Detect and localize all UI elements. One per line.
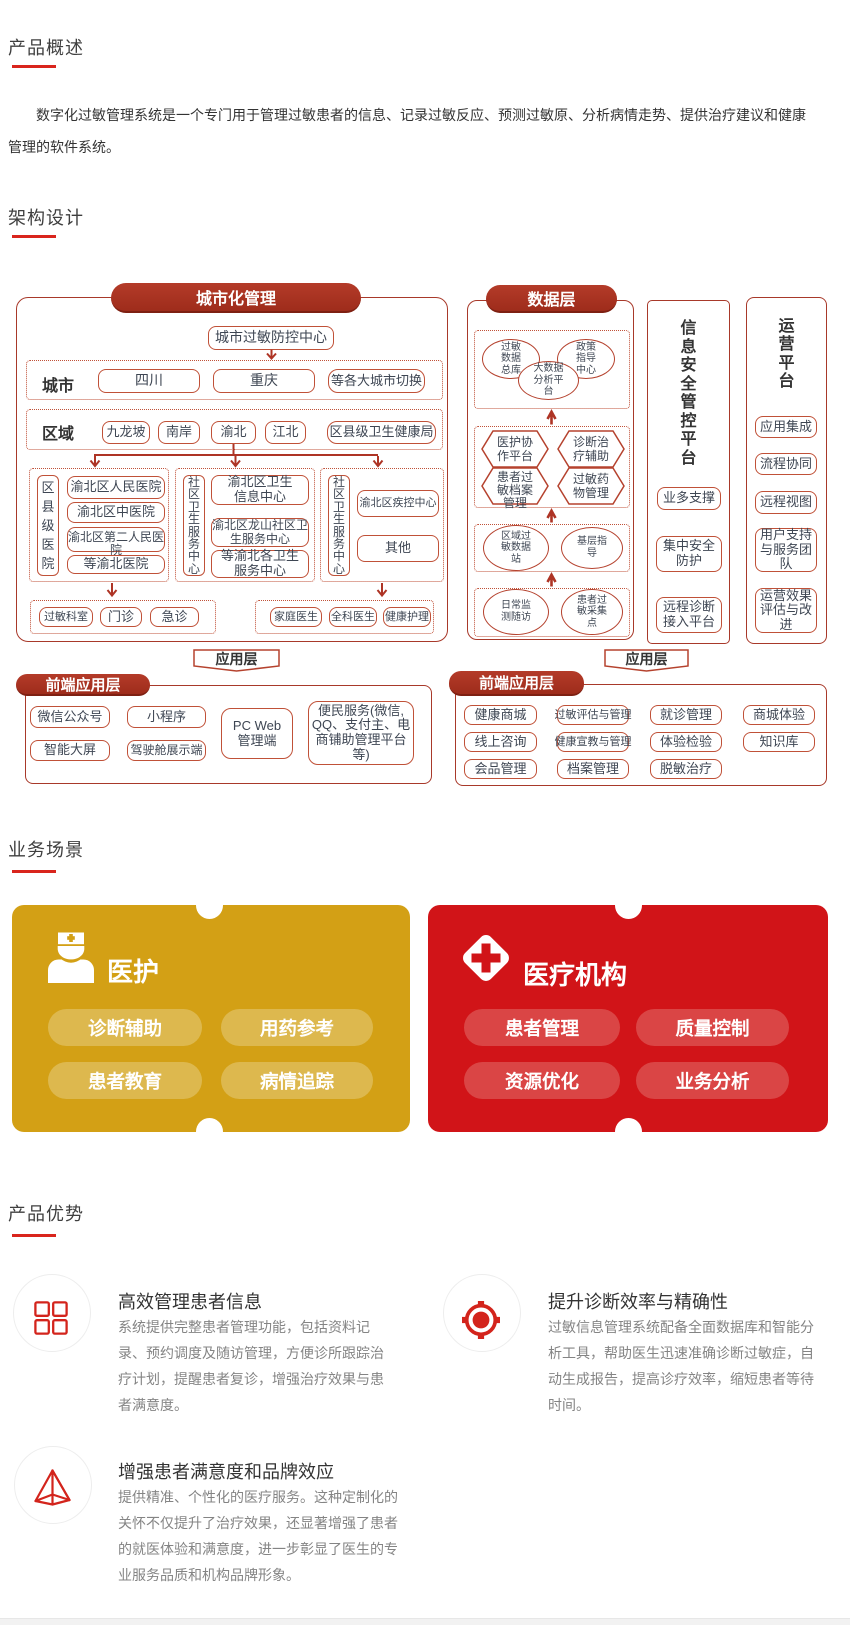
svg-text:疗辅助: 疗辅助 [573,449,609,463]
svg-text:管理: 管理 [503,495,527,510]
svg-text:物管理: 物管理 [573,485,609,500]
svg-text:患者过: 患者过 [497,470,533,484]
svg-text:诊断治: 诊断治 [573,434,609,449]
svg-text:应用层: 应用层 [626,651,668,667]
svg-text:应用层: 应用层 [216,651,258,667]
svg-text:过敏药: 过敏药 [573,471,609,486]
svg-text:作平台: 作平台 [497,448,533,463]
svg-text:敏档案: 敏档案 [497,482,533,497]
svg-text:医护协: 医护协 [497,434,533,449]
